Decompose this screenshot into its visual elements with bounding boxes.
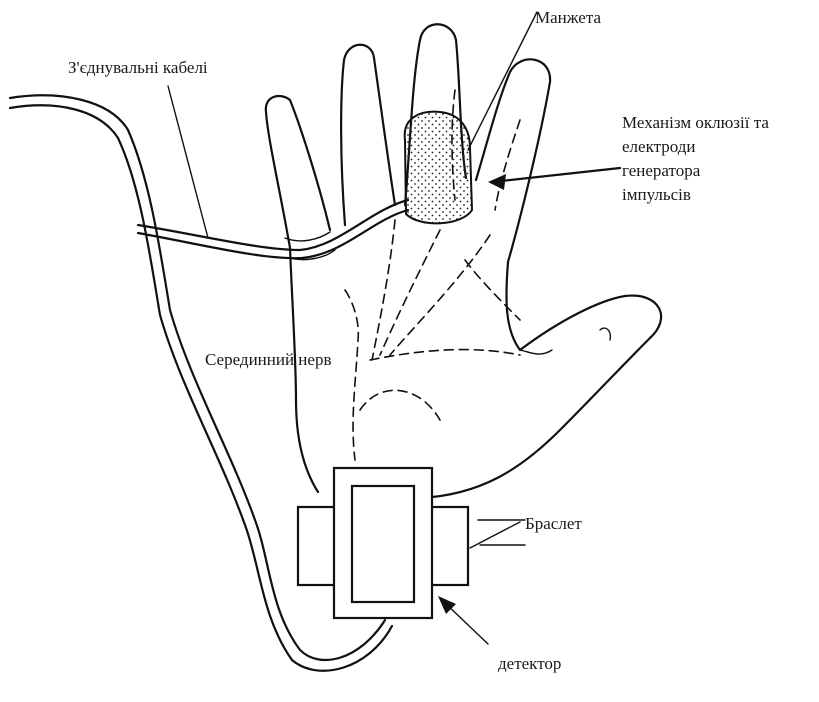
cuff-shape (405, 112, 472, 224)
label-detector: детектор (498, 652, 561, 676)
label-connecting-cables: З'єднувальні кабелі (68, 56, 208, 80)
label-cuff: Манжета (535, 6, 601, 30)
bracelet (298, 468, 468, 618)
label-occlusion-mechanism: Механізм оклюзії та електроди генератора… (622, 111, 769, 207)
label-median-nerve: Серединний нерв (205, 348, 331, 372)
hand-outline (266, 24, 661, 498)
label-bracelet: Браслет (525, 512, 582, 536)
